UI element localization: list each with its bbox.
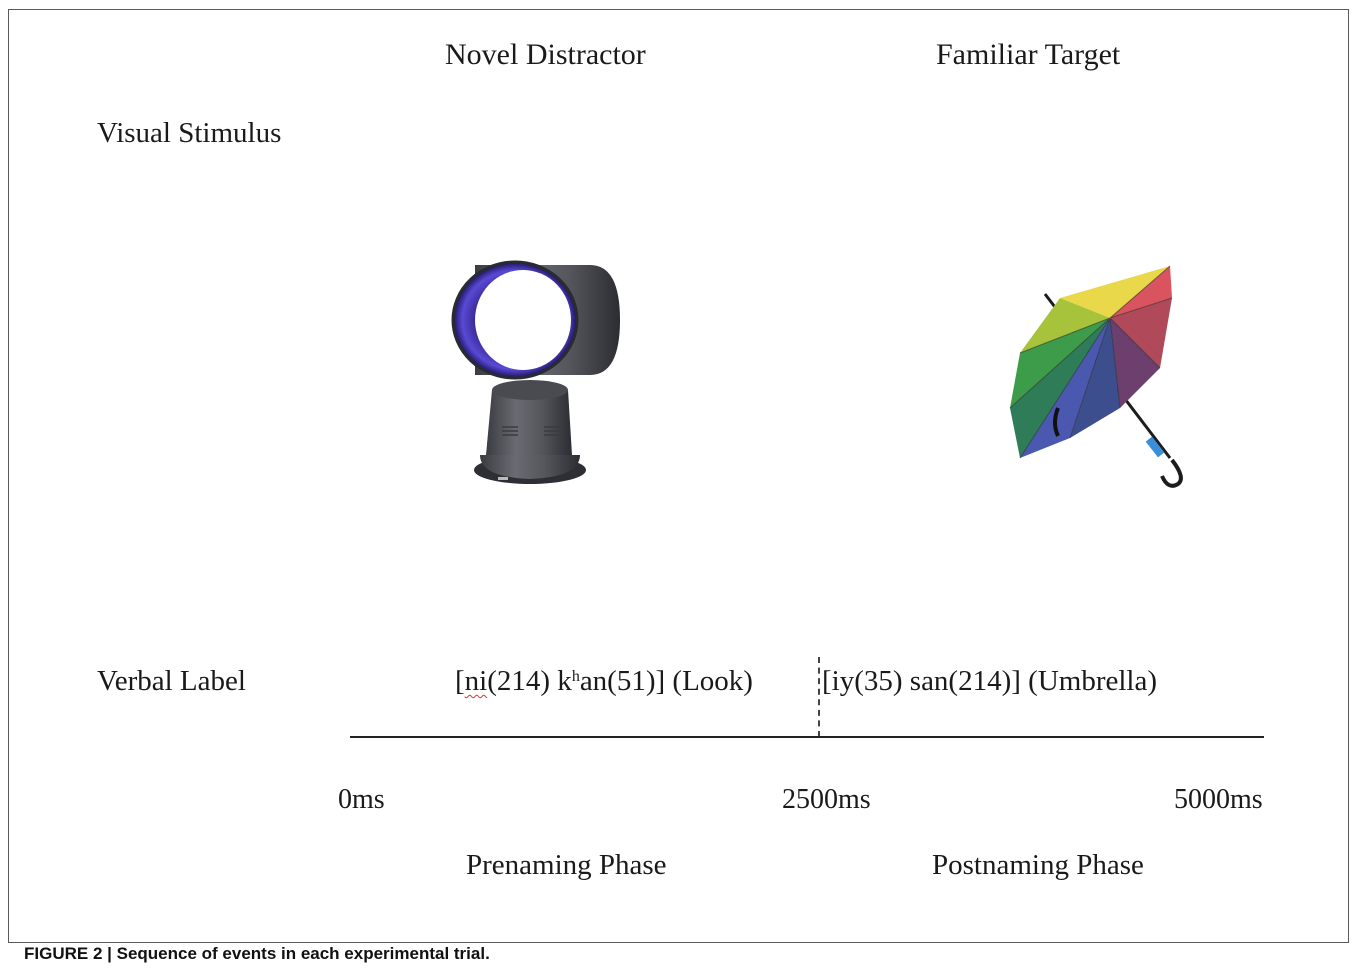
verbal-label-look-rest: an(51)] (Look) [579,665,753,697]
header-novel-distractor: Novel Distractor [445,38,646,71]
verbal-label-look-ni: ni [464,665,488,697]
tick-label-end: 5000ms [1174,784,1263,815]
row-label-verbal-label: Verbal Label [97,665,246,697]
phase-label-prenaming: Prenaming Phase [466,849,667,881]
tick-label-middle: 2500ms [782,784,871,815]
rainbow-umbrella-image [1009,265,1183,488]
verbal-label-look-aspiration: h [571,668,580,685]
figure-caption: FIGURE 2 | Sequence of events in each ex… [24,944,490,963]
row-label-visual-stimulus: Visual Stimulus [97,117,282,149]
tick-label-start: 0ms [338,784,385,815]
verbal-label-umbrella: [iy(35) san(214)] (Umbrella) [822,665,1157,697]
figure-frame [8,9,1349,943]
verbal-label-look-mid: (214) k [487,665,572,697]
verbal-label-look: [ni(214) khan(51)] (Look) [455,667,753,696]
timeline-axis [350,736,1264,738]
header-familiar-target: Familiar Target [936,38,1121,71]
bladeless-fan-image [451,260,620,484]
verbal-label-look-open: [ [455,665,465,697]
phase-label-postnaming: Postnaming Phase [932,849,1144,881]
timeline-midpoint-divider [818,657,820,737]
